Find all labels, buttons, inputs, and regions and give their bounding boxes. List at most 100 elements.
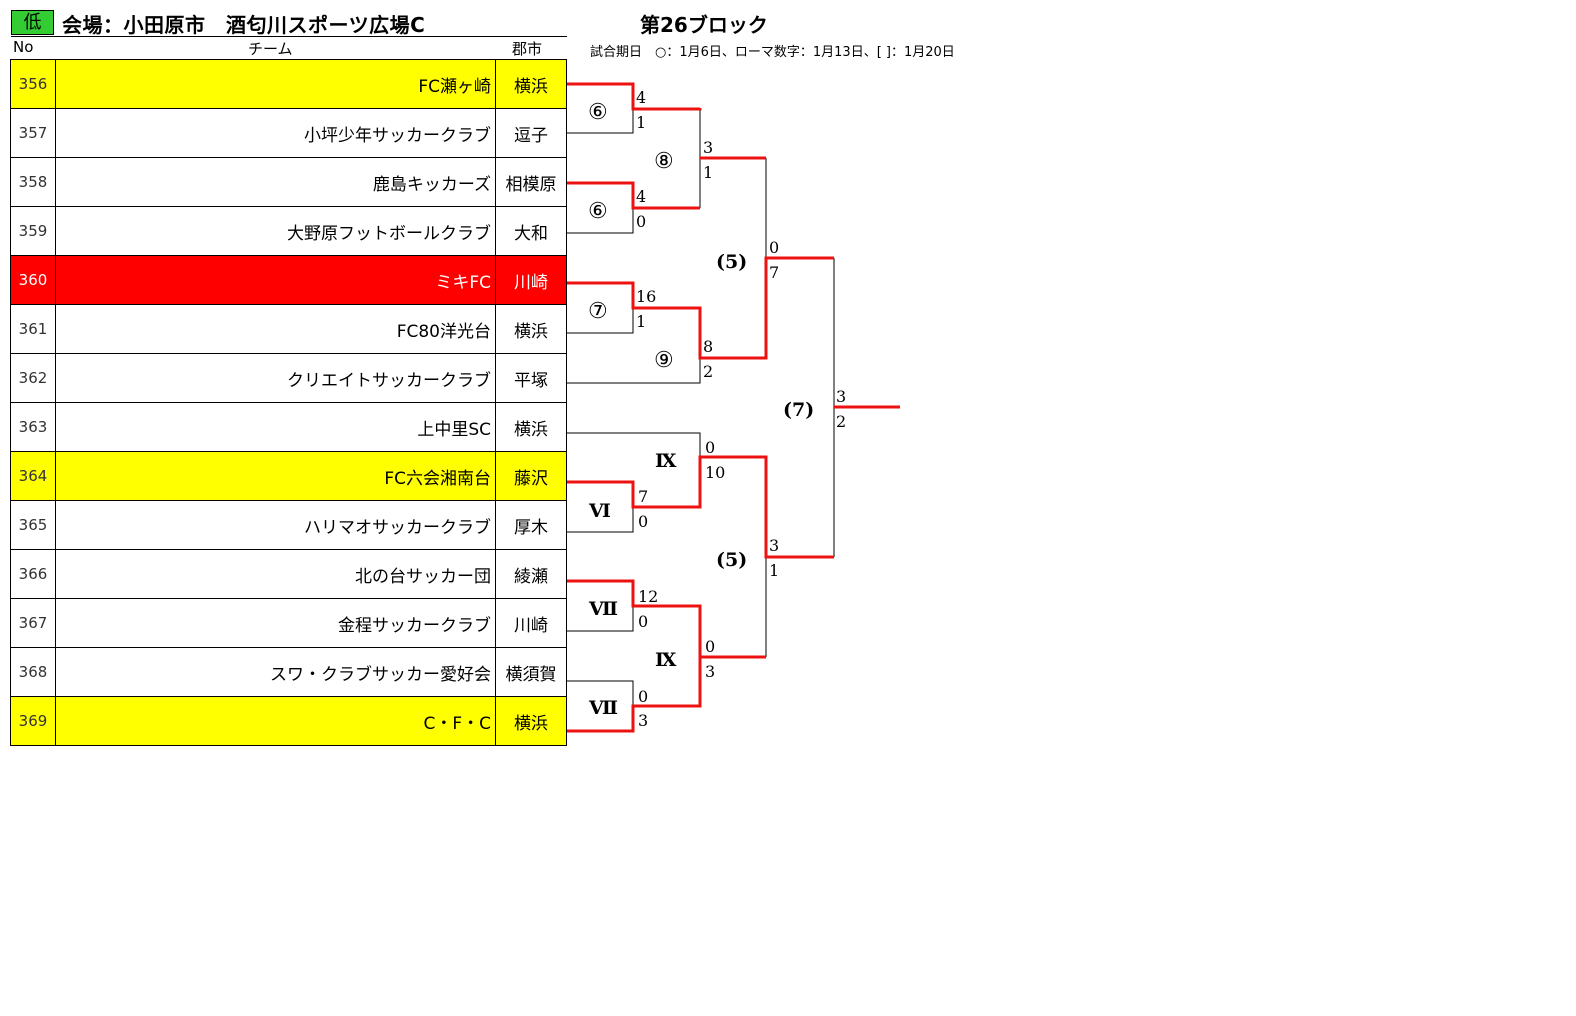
team-city: 綾瀬	[495, 549, 567, 599]
team-city: 厚木	[495, 500, 567, 550]
team-number: 364	[10, 451, 56, 501]
column-header-city: 郡市	[512, 40, 543, 58]
team-number: 368	[10, 647, 56, 697]
bracket-line	[567, 680, 634, 706]
match-score: 4	[636, 187, 646, 206]
team-number: 365	[10, 500, 56, 550]
match-score: 3	[638, 711, 648, 730]
match-label: ⑥	[588, 100, 608, 125]
bracket-winner-line	[567, 657, 702, 733]
match-score: 3	[836, 387, 846, 406]
team-name: 金程サッカークラブ	[55, 598, 496, 648]
team-number: 362	[10, 353, 56, 403]
bracket-winner-line	[567, 256, 834, 360]
match-score: 7	[638, 487, 648, 506]
header-divider	[11, 36, 567, 37]
bracket-line	[567, 358, 701, 384]
match-label: (5)	[716, 251, 747, 273]
match-score: 7	[769, 263, 779, 282]
team-number: 363	[10, 402, 56, 452]
match-score: 1	[769, 561, 779, 580]
team-city: 川崎	[495, 598, 567, 648]
match-label: Ⅸ	[655, 450, 677, 472]
match-score: 12	[638, 587, 658, 606]
match-label: ⑦	[588, 299, 608, 324]
bracket-line	[567, 308, 634, 334]
team-city: 横浜	[495, 402, 567, 452]
team-city: 川崎	[495, 255, 567, 305]
match-score: 0	[769, 238, 779, 257]
match-score: 0	[638, 687, 648, 706]
team-city: 逗子	[495, 108, 567, 158]
match-score: 1	[636, 312, 646, 331]
match-score: 3	[769, 536, 779, 555]
match-score: 0	[636, 212, 646, 231]
team-city: 横浜	[495, 304, 567, 354]
match-score: 0	[705, 438, 715, 457]
team-city: 横浜	[495, 696, 567, 746]
team-number: 369	[10, 696, 56, 746]
match-score: 1	[636, 113, 646, 132]
team-city: 藤沢	[495, 451, 567, 501]
team-number: 359	[10, 206, 56, 256]
bracket-winner-line	[567, 82, 702, 111]
match-score: 0	[638, 612, 648, 631]
bracket-line	[567, 432, 701, 458]
column-header-no: No	[13, 38, 34, 56]
match-score: 16	[636, 287, 656, 306]
team-name: 小坪少年サッカークラブ	[55, 108, 496, 158]
match-label: Ⅵ	[588, 500, 611, 522]
venue-title: 会場：小田原市 酒匂川スポーツ広場C	[62, 13, 426, 37]
bracket-line	[567, 208, 634, 234]
team-name: 北の台サッカー団	[55, 549, 496, 599]
match-score: 0	[638, 512, 648, 531]
bracket-winner-line	[567, 181, 700, 210]
team-name: 上中里SC	[55, 402, 496, 452]
bracket-line	[567, 109, 634, 134]
bracket-line	[567, 508, 634, 533]
block-title: 第26ブロック	[640, 13, 768, 37]
match-label: (5)	[716, 549, 747, 571]
bracket-winner-line	[567, 455, 834, 559]
bracket-winner-line	[567, 579, 766, 659]
match-label: (7)	[783, 399, 814, 421]
team-name: 鹿島キッカーズ	[55, 157, 496, 207]
match-score: 3	[705, 662, 715, 681]
team-number: 366	[10, 549, 56, 599]
match-score: 10	[705, 463, 725, 482]
team-city: 平塚	[495, 353, 567, 403]
match-label: ⑧	[654, 149, 674, 174]
column-header-team: チーム	[248, 40, 293, 58]
match-label: ⑥	[588, 199, 608, 224]
match-label: Ⅶ	[588, 598, 618, 620]
match-score: 8	[703, 337, 713, 356]
level-badge: 低	[11, 10, 54, 35]
team-name: C・F・C	[55, 696, 496, 746]
team-city: 横須賀	[495, 647, 567, 697]
match-score: 4	[636, 88, 646, 107]
team-name: ミキFC	[55, 255, 496, 305]
team-number: 361	[10, 304, 56, 354]
team-number: 360	[10, 255, 56, 305]
match-score: 0	[705, 637, 715, 656]
team-name: クリエイトサッカークラブ	[55, 353, 496, 403]
team-name: FC六会湘南台	[55, 451, 496, 501]
schedule-note: 試合期日 ○：1月6日、ローマ数字：1月13日、[ ]：1月20日	[590, 45, 955, 60]
bracket-line	[567, 606, 634, 632]
match-label: ⑨	[654, 348, 674, 373]
match-score: 2	[836, 412, 846, 431]
match-label: Ⅸ	[655, 649, 677, 671]
match-score: 3	[703, 138, 713, 157]
match-score: 2	[703, 362, 713, 381]
